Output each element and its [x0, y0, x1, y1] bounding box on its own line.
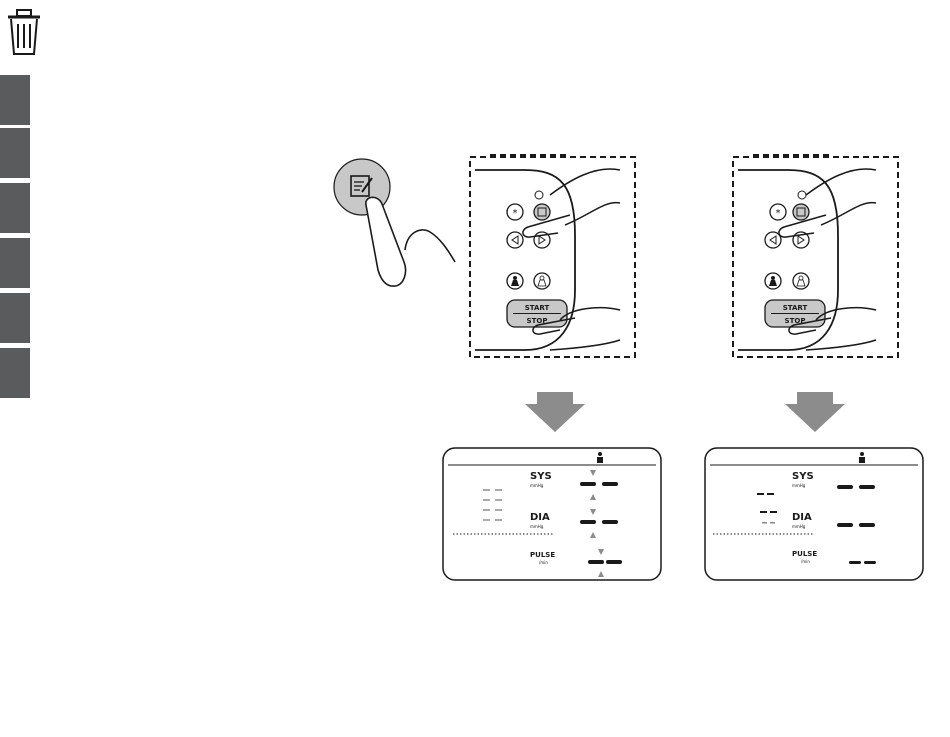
dia-label: DIA	[530, 512, 550, 523]
user-icon	[765, 273, 781, 289]
finger-press-icon	[366, 197, 455, 286]
down-arrow-icon	[785, 392, 845, 432]
user-icon	[507, 273, 523, 289]
start-stop-button: START STOP	[765, 300, 825, 327]
pulse-label: PULSE	[792, 550, 817, 558]
start-label: START	[783, 304, 808, 312]
bluetooth-icon: *	[770, 204, 786, 220]
memory-button-illustration	[334, 159, 455, 286]
down-arrow-icon	[525, 392, 585, 432]
sys-unit: mmHg	[530, 483, 544, 488]
pulse-unit: /min	[801, 559, 810, 564]
svg-text:*: *	[776, 208, 781, 219]
pulse-unit: /min	[539, 560, 548, 565]
device-panel-right: * START STOP	[733, 155, 898, 357]
dia-unit: mmHg	[530, 524, 544, 529]
guest-user-icon	[793, 273, 809, 289]
sys-label: SYS	[530, 471, 552, 482]
start-label: START	[525, 304, 550, 312]
left-arrow-icon	[507, 232, 523, 248]
bluetooth-icon: *	[507, 204, 523, 220]
start-stop-button: START STOP	[507, 300, 567, 327]
sys-label: SYS	[792, 471, 814, 482]
memory-icon	[534, 204, 550, 220]
guest-user-icon	[534, 273, 550, 289]
lcd-display-right: SYS mmHg DIA mmHg PULSE /min	[705, 448, 923, 580]
dia-unit: mmHg	[792, 524, 806, 529]
pulse-label: PULSE	[530, 551, 555, 559]
clock-icon	[798, 191, 806, 199]
sys-unit: mmHg	[792, 483, 806, 488]
svg-text:*: *	[513, 208, 518, 219]
clock-icon	[535, 191, 543, 199]
dia-label: DIA	[792, 512, 812, 523]
device-panel-left: * START STOP	[470, 155, 635, 357]
lcd-display-left: SYS mmHg DIA mmHg PULSE /min	[443, 448, 661, 580]
memory-icon	[793, 204, 809, 220]
